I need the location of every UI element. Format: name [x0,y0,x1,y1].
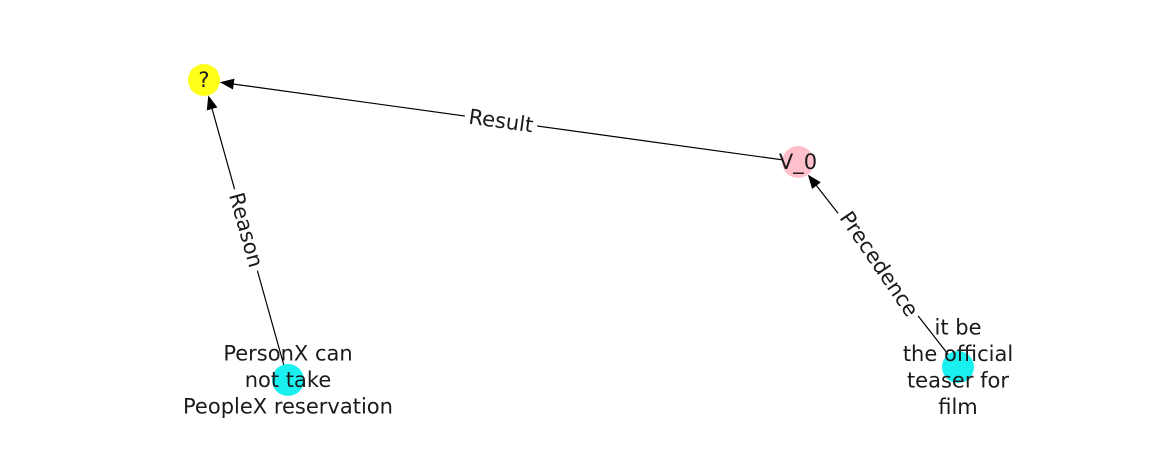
edge-label-result: Result [463,103,539,139]
node-v0: V_0 [779,146,817,178]
node-label-line: it be [935,315,982,339]
edge-label-text: Precedence [835,207,924,321]
node-label-line: teaser for [907,368,1009,392]
edge-label-reason: Reason [222,185,270,275]
node-label: ? [198,68,209,92]
edge-label-precedence: Precedence [831,203,927,325]
edge-label-text: Reason [224,190,268,270]
node-circle [782,146,814,178]
node-label-line: PersonX can [223,342,352,366]
arrowhead-icon [206,95,218,111]
arrowhead-icon [807,174,821,190]
node-circle [188,64,220,96]
node-label: V_0 [779,150,817,175]
node-circle [942,351,974,383]
node-label-line: film [938,395,978,419]
edge-label-background [463,103,539,139]
node-label-line: PeopleX reservation [183,395,393,419]
edge-label-text: Result [467,105,535,138]
node-label-line: the official [903,342,1013,366]
node-circle [272,364,304,396]
edge-label-background [222,185,270,275]
edge-label-background [831,203,927,325]
arrowhead-icon [219,78,235,90]
node-q: ? [188,64,220,96]
node-label-line: not take [245,368,332,392]
